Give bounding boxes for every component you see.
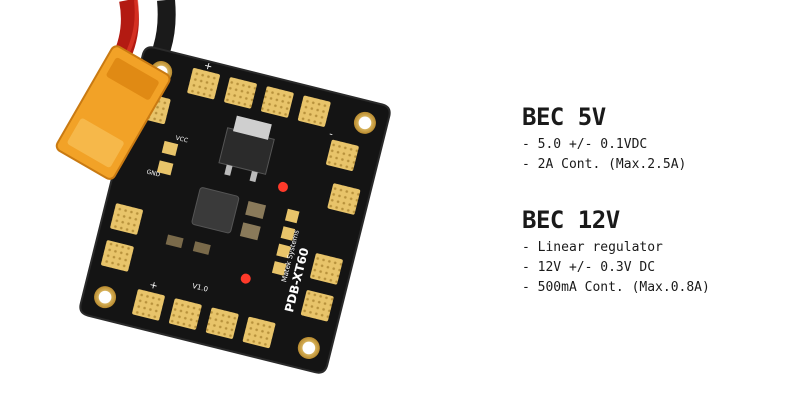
solder-pads-bottom [132,289,276,349]
bec-5v-voltage: - 5.0 +/- 0.1VDC [522,137,648,152]
status-led [278,181,289,192]
xt60-connector [55,45,171,180]
mount-hole [353,111,376,134]
svg-text:-: - [328,129,335,141]
status-led [240,273,251,284]
bec-12v-spec: BEC 12V - Linear regulator - 12V +/- 0.3… [522,206,710,298]
mount-hole [297,336,320,359]
solder-pads-right [300,183,361,322]
bec-5v-title: BEC 5V [522,103,606,131]
solder-pads-top [187,68,359,171]
capacitors [165,201,267,255]
inductor [191,187,240,234]
bec-12v-voltage: - 12V +/- 0.3V DC [522,260,656,275]
bec-12v-type: - Linear regulator [522,240,663,255]
bec-5v-spec: BEC 5V - 5.0 +/- 0.1VDC - 2A Cont. (Max.… [522,103,686,175]
bec-output-pads [156,140,300,276]
bec-12v-current: - 500mA Cont. (Max.0.8A) [522,280,710,295]
svg-text:GND: GND [146,169,161,179]
svg-text:V1.0: V1.0 [191,282,208,294]
svg-text:VCC: VCC [175,135,189,145]
bec-12v-title: BEC 12V [522,206,620,234]
svg-text:+: + [148,280,159,293]
bec-5v-current: - 2A Cont. (Max.2.5A) [522,157,687,172]
regulator-ic [218,115,275,183]
svg-text:+: + [203,60,214,73]
mount-hole [94,286,117,309]
